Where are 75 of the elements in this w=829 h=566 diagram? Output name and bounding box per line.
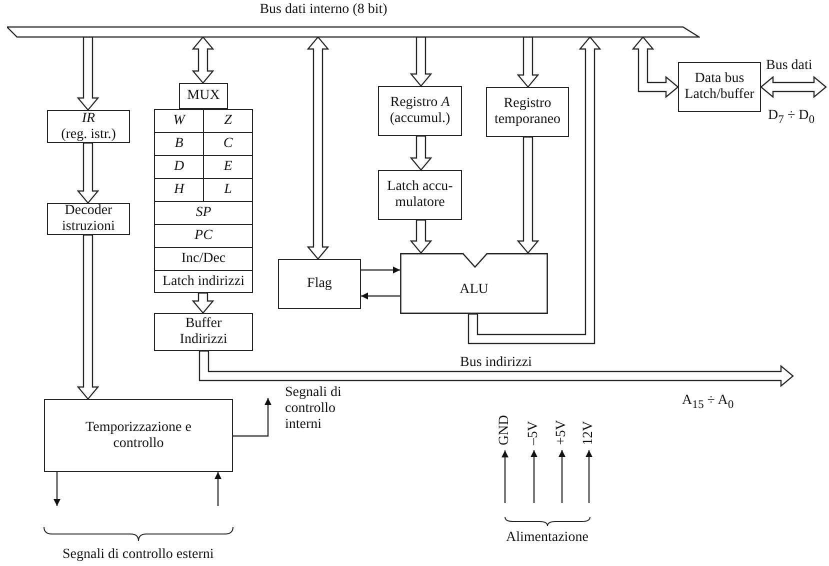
- register-name: Latch indirizzi: [162, 274, 245, 290]
- bus-arrow: [192, 292, 214, 314]
- register-name: C: [223, 136, 233, 152]
- voltage-label: GND: [497, 415, 513, 446]
- arrow: [586, 450, 592, 503]
- arrow: [54, 472, 60, 506]
- bus-arrow: [198, 350, 794, 388]
- box-label: Latch accu- mulatore: [386, 179, 454, 211]
- bus-arrow: [410, 36, 432, 87]
- box-label: Decoder istruzioni: [61, 203, 116, 235]
- register-name: H: [174, 182, 184, 198]
- bus-arrow: [632, 36, 679, 98]
- register-box: [486, 87, 569, 137]
- arrow: [233, 398, 272, 437]
- register-name: B: [174, 136, 184, 152]
- register-cell: [203, 109, 253, 133]
- bus-arrow: [76, 36, 100, 111]
- bus-arrow: [410, 219, 432, 254]
- voltage-label: +5V: [554, 420, 570, 446]
- register-name: Z: [224, 113, 232, 129]
- register-name: D: [174, 159, 184, 175]
- register-name: PC: [194, 228, 212, 244]
- bus-arrow: [306, 36, 330, 260]
- box-label: Data bus Latch/buffer: [684, 71, 756, 103]
- register-cell: [154, 201, 253, 225]
- register-name: W: [173, 113, 185, 129]
- buffer-box: [678, 62, 761, 112]
- group-label: Segnali di controllo esterni: [62, 547, 214, 563]
- box-label: Temporizzazione e controllo: [86, 420, 192, 452]
- bus-arrow: [516, 36, 540, 88]
- signal-range: D$_{7}$ ÷ D$_{0}$: [768, 108, 815, 128]
- flag-box: [278, 259, 361, 309]
- register-cell: [154, 270, 253, 293]
- decoder-box: [47, 203, 130, 235]
- voltage-label: 12V: [581, 421, 597, 446]
- arrow: [361, 266, 400, 274]
- arrow: [214, 472, 222, 506]
- arrow: [530, 450, 538, 503]
- group-label: Alimentazione: [506, 530, 588, 546]
- bus-arrow: [410, 135, 432, 171]
- register-name: E: [224, 159, 232, 175]
- box-label: Flag: [307, 276, 332, 292]
- register-cell: [154, 224, 253, 248]
- bus-label: Bus dati interno (8 bit): [260, 2, 388, 18]
- edge-label: Bus dati: [766, 58, 812, 74]
- box-label: Registro A (accumul.): [388, 95, 452, 127]
- bus-arrow: [516, 136, 540, 254]
- voltage-label: –5V: [526, 421, 542, 446]
- box-label: Registro temporaneo: [493, 96, 562, 128]
- box-label: IR (reg. istr.): [61, 110, 116, 142]
- arrow: [361, 292, 400, 300]
- register-name: Inc/Dec: [181, 251, 226, 267]
- bus-arrow: [76, 142, 100, 204]
- register-name: L: [224, 182, 232, 198]
- register-cell: [154, 247, 253, 271]
- control-unit-box: [44, 399, 233, 472]
- bus-arrow: [468, 36, 602, 344]
- signal-range: A$_{15}$ ÷ A$_{0}$: [682, 393, 734, 413]
- register-box: [378, 86, 462, 136]
- edge-label: Bus indirizzi: [460, 355, 532, 371]
- box-label: ALU: [460, 282, 488, 298]
- box-label: MUX: [187, 88, 220, 104]
- box-label: Buffer Indirizzi: [178, 316, 228, 348]
- bus-arrow: [76, 234, 100, 400]
- register-box: [47, 110, 130, 143]
- arrow: [558, 450, 566, 503]
- bus-arrow: [760, 76, 827, 98]
- arrow: [502, 450, 508, 503]
- register-cell: [154, 109, 204, 133]
- edge-label: Segnali di controllo interni: [285, 385, 342, 433]
- mux-box: [179, 83, 228, 109]
- register-name: SP: [196, 205, 212, 221]
- bus-arrow: [192, 36, 214, 84]
- latch-box: [378, 170, 462, 220]
- buffer-box: [154, 313, 253, 351]
